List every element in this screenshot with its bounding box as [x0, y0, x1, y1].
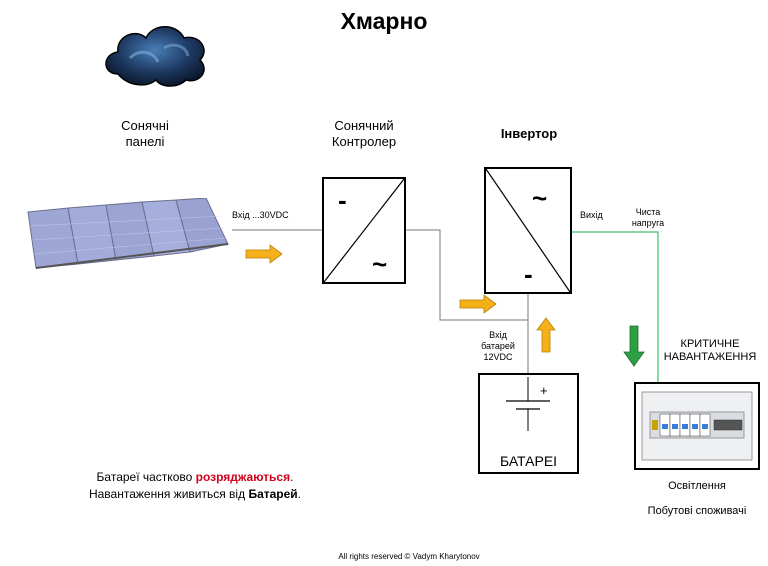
- arrow-right-panels: [245, 244, 283, 264]
- controller-label: Сонячний Контролер: [322, 118, 406, 150]
- page-title: Хмарно: [340, 8, 428, 34]
- inverter-label: Інвертор: [500, 126, 558, 141]
- controller-box: - ~: [322, 177, 406, 284]
- inverter-dc-symbol: -: [524, 259, 533, 289]
- wire-clean-output: [572, 231, 659, 382]
- critical-load-line2: НАВАНТАЖЕННЯ: [663, 351, 757, 363]
- wire-controller-to-bus: [406, 229, 528, 321]
- controller-diagonal: [324, 179, 404, 282]
- solar-panels-label-line2: панелі: [125, 134, 165, 149]
- inverter-box: ~ -: [484, 167, 572, 294]
- cloud-icon: [105, 26, 205, 87]
- clean-voltage-line1: Чиста: [635, 207, 661, 217]
- battery-plus-sign: +: [540, 383, 548, 398]
- breaker-panel-icon: [641, 391, 753, 461]
- clean-voltage-line2: напруга: [631, 218, 665, 228]
- input-voltage-label: Вхід ...30VDC: [232, 210, 289, 220]
- battery-label: БАТАРЕІ: [499, 453, 558, 469]
- controller-dc-symbol: -: [338, 185, 347, 215]
- arrow-down-load: [623, 325, 645, 367]
- critical-load-line1: КРИТИЧНЕ: [680, 338, 740, 350]
- arrow-right-controller: [459, 294, 497, 314]
- status-line2-bold: Батарей: [248, 487, 298, 501]
- battery-input-line2: батарей: [481, 341, 515, 351]
- status-line1-suffix: .: [290, 470, 294, 484]
- status-line2-suffix: .: [297, 487, 302, 501]
- solar-panel-icon: [27, 198, 229, 269]
- status-line2: Навантаження живиться від Батарей.: [50, 486, 340, 503]
- battery-box: + БАТАРЕІ: [478, 373, 579, 474]
- controller-label-line2: Контролер: [331, 134, 397, 149]
- solar-panels-label: Сонячні панелі: [100, 118, 190, 150]
- status-line1-highlight: розряджаються: [195, 470, 291, 484]
- battery-input-label: Вхід батарей 12VDC: [474, 330, 522, 363]
- status-line1-prefix: Батареї частково: [96, 470, 196, 484]
- battery-input-line3: 12VDC: [483, 352, 513, 362]
- lighting-label: Освітлення: [668, 480, 726, 492]
- controller-ac-symbol: ~: [372, 249, 388, 279]
- inverter-ac-symbol: ~: [532, 183, 548, 213]
- arrow-up-battery: [536, 317, 556, 353]
- solar-panels-label-line1: Сонячні: [121, 118, 169, 133]
- appliances-label: Побутові споживачі: [647, 505, 747, 517]
- critical-load-label: КРИТИЧНЕ НАВАНТАЖЕННЯ: [662, 338, 758, 364]
- copyright: All rights reserved © Vadym Kharytonov: [338, 552, 480, 561]
- battery-symbol-icon: [506, 377, 550, 431]
- status-note: Батареї частково розряджаються. Навантаж…: [50, 469, 340, 503]
- status-line1: Батареї частково розряджаються.: [50, 469, 340, 486]
- controller-label-line1: Сонячний: [334, 118, 394, 133]
- breaker-panel-box: [634, 382, 760, 470]
- output-label: Вихід: [580, 210, 603, 220]
- status-line2-prefix: Навантаження живиться від: [88, 487, 249, 501]
- battery-input-line1: Вхід: [489, 330, 507, 340]
- clean-voltage-label: Чиста напруга: [626, 207, 670, 229]
- inverter-diagonal: [486, 169, 570, 292]
